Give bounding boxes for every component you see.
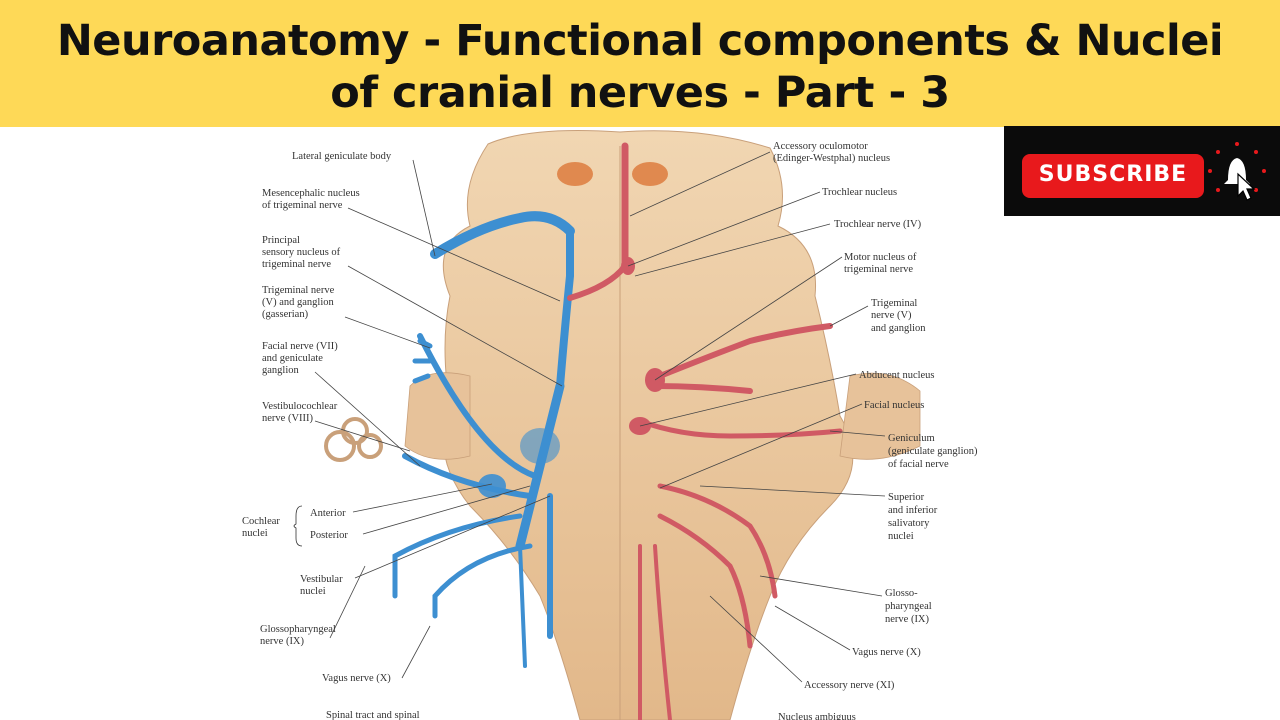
label-trigeminal-right-1: Trigeminal: [871, 298, 917, 309]
label-facial-nucleus: Facial nucleus: [864, 400, 924, 411]
label-facial-left-2: and geniculate: [262, 353, 323, 364]
label-salivatory-2: and inferior: [888, 505, 938, 516]
label-geniculum-1: Geniculum: [888, 433, 935, 444]
label-glossopharyngeal-right-3: nerve (IX): [885, 614, 930, 625]
label-vestibular-2: nuclei: [300, 586, 326, 597]
label-vagus-right: Vagus nerve (X): [852, 647, 921, 658]
label-geniculum-3: of facial nerve: [888, 459, 949, 470]
title-line-1: Neuroanatomy - Functional components & N…: [56, 16, 1224, 66]
subscribe-button[interactable]: SUBSCRIBE: [1022, 154, 1204, 198]
label-vestibular-1: Vestibular: [300, 574, 343, 585]
leader-lines: [314, 151, 886, 683]
left-labels: Lateral geniculate body Mesencephalic nu…: [242, 151, 420, 720]
label-glossopharyngeal-left-1: Glossopharyngeal: [260, 624, 336, 635]
label-cochlear-posterior: Posterior: [310, 530, 348, 541]
label-vestibulocochlear-2: nerve (VIII): [262, 413, 314, 424]
label-trochlear-nucleus: Trochlear nucleus: [822, 187, 897, 198]
label-trigeminal-right-2: nerve (V): [871, 310, 912, 321]
label-mesencephalic-2: of trigeminal nerve: [262, 200, 343, 211]
label-lateral-geniculate: Lateral geniculate body: [292, 151, 392, 162]
motor-pathways: [567, 142, 843, 720]
label-trigeminal-right-3: and ganglion: [871, 323, 926, 334]
label-salivatory-3: salivatory: [888, 518, 930, 529]
bell-cursor-icon: [1208, 142, 1266, 201]
title-line-2: of cranial nerves - Part - 3: [330, 68, 950, 118]
subscribe-label: SUBSCRIBE: [1038, 162, 1188, 187]
label-glossopharyngeal-right-1: Glosso-: [885, 588, 918, 599]
sensory-pathways: [392, 211, 575, 668]
label-cochlear-anterior: Anterior: [310, 508, 346, 519]
right-labels: Accessory oculomotor (Edinger-Westphal) …: [773, 141, 978, 720]
red-nucleus-right: [632, 162, 668, 186]
label-motor-trigeminal-2: trigeminal nerve: [844, 264, 913, 275]
label-trochlear-nerve: Trochlear nerve (IV): [834, 219, 922, 230]
label-abducent-nucleus: Abducent nucleus: [859, 370, 935, 381]
label-salivatory-1: Superior: [888, 492, 925, 503]
label-principal-3: trigeminal nerve: [262, 259, 331, 270]
label-salivatory-4: nuclei: [888, 531, 914, 542]
title-banner: Neuroanatomy - Functional components & N…: [0, 0, 1280, 127]
label-trigeminal-left-2: (V) and ganglion: [262, 297, 334, 308]
label-spinal-tract: Spinal tract and spinal: [326, 710, 420, 720]
label-trigeminal-left-3: (gasserian): [262, 309, 309, 320]
label-trigeminal-left-1: Trigeminal nerve: [262, 285, 335, 296]
label-nucleus-ambiguus: Nucleus ambiguus: [778, 712, 856, 720]
label-mesencephalic-1: Mesencephalic nucleus: [262, 188, 360, 199]
label-vestibulocochlear-1: Vestibulocochlear: [262, 401, 338, 412]
label-glossopharyngeal-left-2: nerve (IX): [260, 636, 305, 647]
subscribe-panel[interactable]: SUBSCRIBE: [1004, 126, 1280, 216]
label-motor-trigeminal-1: Motor nucleus of: [844, 252, 917, 263]
label-vagus-left: Vagus nerve (X): [322, 673, 391, 684]
label-accessory-oculomotor-1: Accessory oculomotor: [773, 141, 868, 152]
label-facial-left-3: ganglion: [262, 365, 299, 376]
label-glossopharyngeal-right-2: pharyngeal: [885, 601, 932, 612]
label-principal-1: Principal: [262, 235, 300, 246]
label-cochlear-2: nuclei: [242, 528, 268, 539]
label-geniculum-2: (geniculate ganglion): [888, 446, 978, 457]
label-cochlear-1: Cochlear: [242, 516, 280, 527]
label-principal-2: sensory nucleus of: [262, 247, 341, 258]
label-facial-left-1: Facial nerve (VII): [262, 341, 338, 352]
vestibulocochlear-labyrinth: [324, 417, 383, 462]
label-accessory-nerve: Accessory nerve (XI): [804, 680, 895, 691]
brainstem-diagram: Lateral geniculate body Mesencephalic nu…: [242, 130, 978, 720]
red-nucleus-left: [557, 162, 593, 186]
label-accessory-oculomotor-2: (Edinger-Westphal) nucleus: [773, 153, 890, 164]
